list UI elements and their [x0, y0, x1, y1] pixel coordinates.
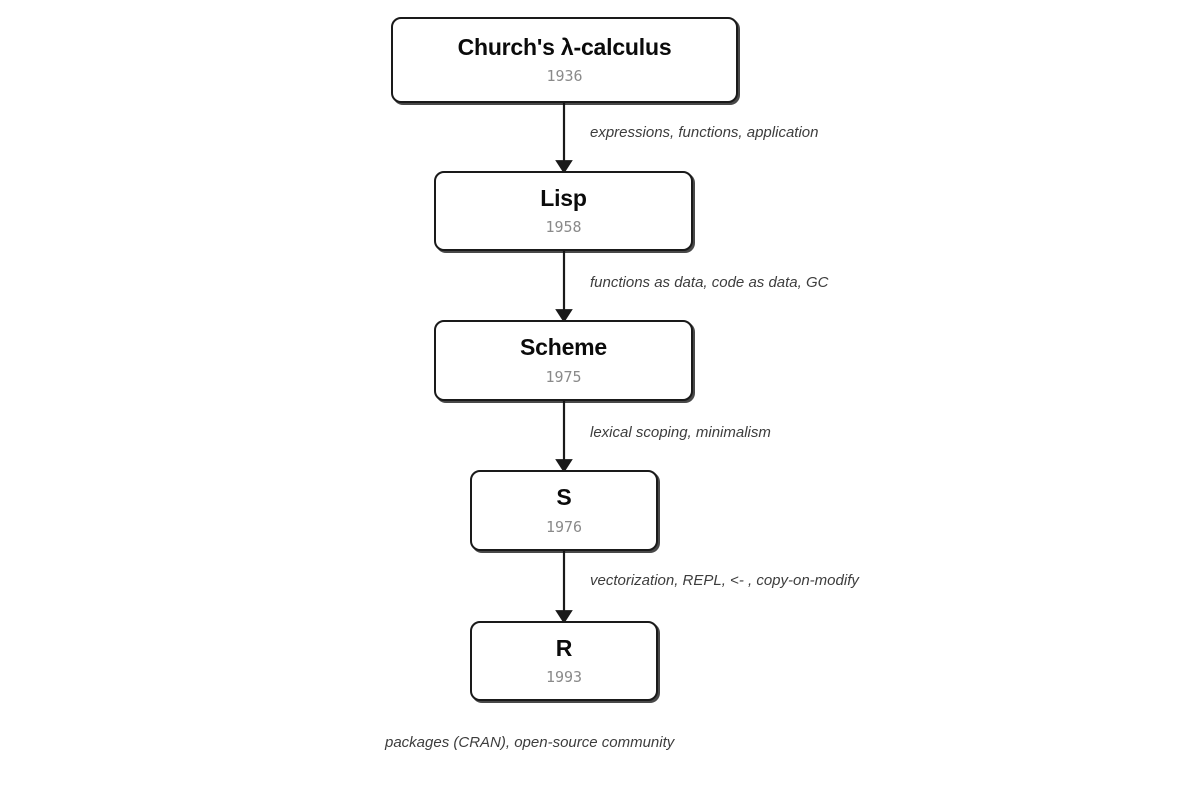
node-church-lambda-calculus[interactable]: Church's λ-calculus 1936: [391, 17, 738, 103]
node-year: 1975: [545, 367, 582, 386]
edge-label-lisp-to-scheme: functions as data, code as data, GC: [590, 274, 829, 291]
edge-label-lambda-to-lisp: expressions, functions, application: [590, 124, 819, 141]
node-year: 1993: [545, 668, 583, 687]
node-title: R: [555, 634, 573, 661]
node-year: 1936: [546, 67, 583, 86]
node-title: Lisp: [540, 184, 587, 211]
node-lisp[interactable]: Lisp 1958: [434, 171, 693, 251]
footer-note: packages (CRAN), open-source community: [385, 734, 675, 751]
node-title: Church's λ-calculus: [457, 33, 672, 60]
node-title: Scheme: [519, 334, 607, 361]
edge-label-scheme-to-s: lexical scoping, minimalism: [590, 424, 771, 441]
node-year: 1958: [545, 218, 582, 237]
node-r[interactable]: R 1993: [470, 621, 658, 701]
node-scheme[interactable]: Scheme 1975: [434, 320, 693, 401]
node-year: 1976: [545, 517, 583, 536]
edge-label-s-to-r: vectorization, REPL, <- , copy-on-modify: [590, 572, 859, 589]
node-s[interactable]: S 1976: [470, 470, 658, 551]
node-title: S: [556, 484, 572, 511]
